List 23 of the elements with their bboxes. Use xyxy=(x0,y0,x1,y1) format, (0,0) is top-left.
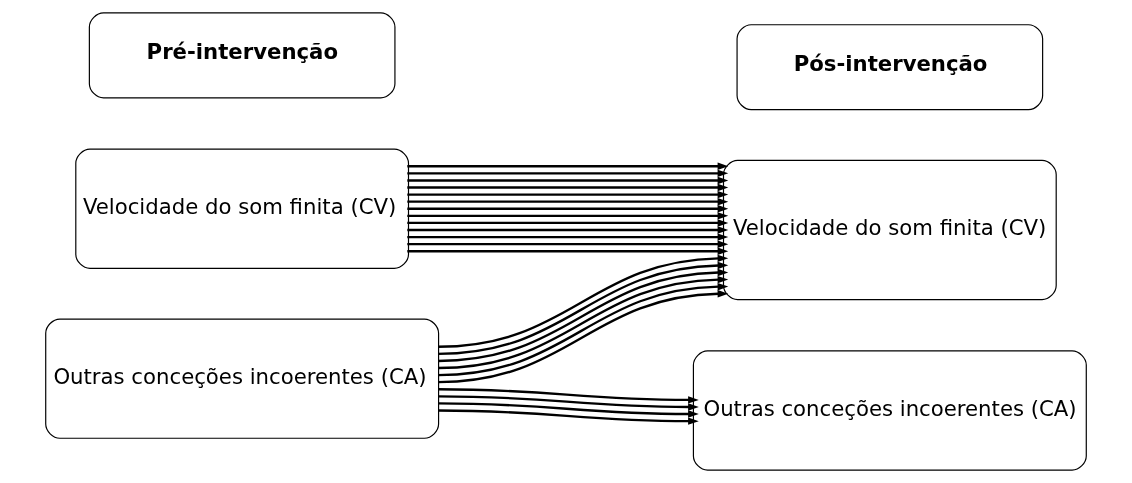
node-box: Velocidade do som finita (CV) xyxy=(75,148,410,269)
node-box: Velocidade do som finita (CV) xyxy=(722,159,1057,301)
arrow xyxy=(437,402,699,418)
arrow xyxy=(407,190,729,199)
arrow xyxy=(407,197,729,206)
arrow xyxy=(407,169,729,178)
arrow xyxy=(407,247,729,255)
node-box: Outras conceções incoerentes (CA) xyxy=(692,350,1087,471)
arrow xyxy=(407,226,729,234)
arrow xyxy=(437,409,699,425)
arrow xyxy=(407,205,729,213)
arrow xyxy=(438,388,699,404)
arrow xyxy=(407,176,729,185)
arrow xyxy=(438,395,699,411)
node-box: Pós-intervenção xyxy=(736,24,1044,111)
arrow xyxy=(407,240,729,248)
arrow xyxy=(407,219,729,227)
arrow xyxy=(407,162,729,170)
node-box: Outras conceções incoerentes (CA) xyxy=(45,318,440,439)
arrow xyxy=(407,233,729,241)
arrow xyxy=(407,183,729,192)
node-box: Pré-intervenção xyxy=(88,12,396,99)
arrow xyxy=(407,212,729,220)
